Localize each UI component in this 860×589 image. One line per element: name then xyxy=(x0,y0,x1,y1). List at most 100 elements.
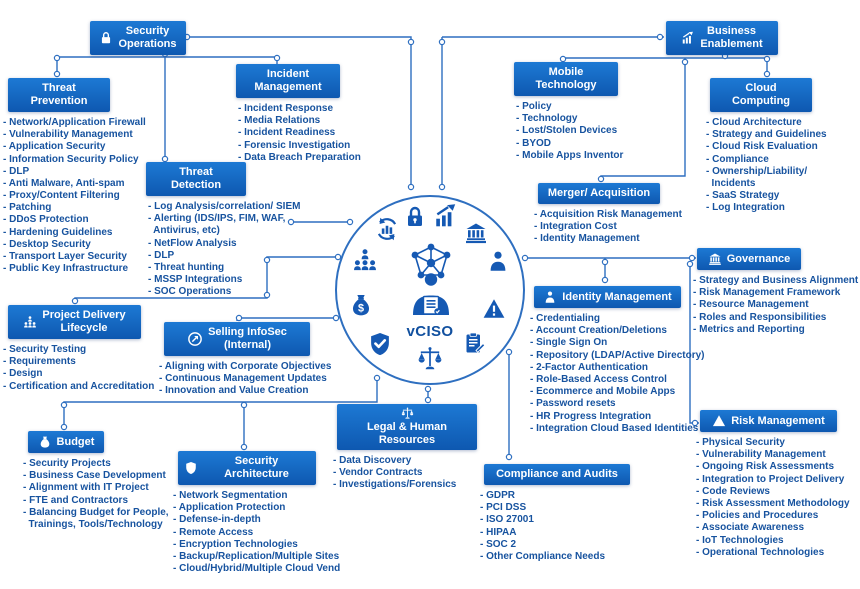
list-item: DDoS Protection xyxy=(3,214,146,226)
list-item: Vendor Contracts xyxy=(333,467,477,479)
list-item: Innovation and Value Creation xyxy=(159,385,331,397)
group-mobile-technology: Mobile Technology PolicyTechnologyLost/S… xyxy=(514,62,623,162)
list-item: BYOD xyxy=(516,138,623,150)
project-delivery-list: Security TestingRequirementsDesignCertif… xyxy=(3,344,154,393)
cloud-computing-title: Cloud Computing xyxy=(731,82,791,107)
list-item: Information Security Policy xyxy=(3,154,146,166)
list-item: Forensic Investigation xyxy=(238,140,361,152)
risk-management-box: Risk Management xyxy=(700,410,837,432)
merger-acquisition-list: Acquisition Risk ManagementIntegration C… xyxy=(534,209,682,246)
list-item: Defense-in-depth xyxy=(173,514,340,526)
list-item: Data Breach Preparation xyxy=(238,152,361,164)
list-item: Ongoing Risk Assessments xyxy=(696,461,850,473)
list-item: Code Reviews xyxy=(696,486,850,498)
budget-box: Budget xyxy=(28,431,104,453)
business-enablement-title: Business Enablement xyxy=(700,25,763,50)
list-item: Requirements xyxy=(3,356,154,368)
list-item: Media Relations xyxy=(238,115,361,127)
list-item: Threat hunting xyxy=(148,262,300,274)
security-operations-title: Security Operations xyxy=(118,25,177,50)
org-chart-icon xyxy=(23,315,37,329)
list-item: Operational Technologies xyxy=(696,547,850,559)
list-item: Anti Malware, Anti-spam xyxy=(3,178,146,190)
list-item: Vulnerability Management xyxy=(3,129,146,141)
list-item: Proxy/Content Filtering xyxy=(3,190,146,202)
group-legal-human-resources: Legal & Human Resources Data DiscoveryVe… xyxy=(337,404,477,492)
list-item: Incident Readiness xyxy=(238,127,361,139)
list-item: Business Case Development xyxy=(23,470,169,482)
list-item: HIPAA xyxy=(480,527,630,539)
list-item: FTE and Contractors xyxy=(23,495,169,507)
governance-list: Strategy and Business AlignmentRisk Mana… xyxy=(693,275,858,336)
list-item: Security Projects xyxy=(23,458,169,470)
governance-box: Governance xyxy=(697,248,801,270)
security-operations-box: Security Operations xyxy=(90,21,186,55)
list-item: Risk Assessment Methodology xyxy=(696,498,849,510)
person-icon xyxy=(486,249,510,273)
list-item: Balancing Budget for People, Trainings, … xyxy=(23,507,169,531)
group-threat-prevention: Threat Prevention Network/Application Fi… xyxy=(8,78,146,275)
list-item: Resource Management xyxy=(693,299,858,311)
governance-title: Governance xyxy=(726,252,791,265)
identity-management-list: CredentialingAccount Creation/DeletionsS… xyxy=(530,313,705,435)
chart-cycle-icon xyxy=(374,216,400,242)
threat-detection-title: Threat Detection xyxy=(170,166,222,191)
list-item: PCI DSS xyxy=(480,502,630,514)
list-item: Policies and Procedures xyxy=(696,510,850,522)
list-item: Strategy and Guidelines xyxy=(706,129,826,141)
list-item: Aligning with Corporate Objectives xyxy=(159,361,332,373)
selling-infosec-title: Selling InfoSec (Internal) xyxy=(208,326,287,351)
person-icon xyxy=(543,290,557,304)
vciso-label: vCISO xyxy=(406,323,454,340)
list-item: Investigations/Forensics xyxy=(333,479,477,491)
budget-title: Budget xyxy=(56,435,95,448)
list-item: Hardening Guidelines xyxy=(3,227,146,239)
list-item: HR Progress Integration xyxy=(530,411,704,423)
threat-detection-box: Threat Detection xyxy=(146,162,246,196)
scales-icon xyxy=(401,407,414,420)
identity-management-title: Identity Management xyxy=(562,290,672,303)
group-security-architecture: Security Architecture Network Segmentati… xyxy=(178,451,340,575)
list-item: Log Integration xyxy=(706,202,827,214)
cloud-computing-list: Cloud ArchitectureStrategy and Guideline… xyxy=(706,117,827,215)
money-bag-icon xyxy=(38,435,52,449)
shield-check-icon xyxy=(184,461,198,475)
list-item: Design xyxy=(3,368,154,380)
lock-icon xyxy=(403,205,427,229)
group-compliance-audits: Compliance and Audits GDPRPCI DSSISO 270… xyxy=(484,464,630,563)
person-document-icon xyxy=(409,271,453,315)
selling-infosec-list: Aligning with Corporate ObjectivesContin… xyxy=(159,361,332,398)
compliance-audits-title: Compliance and Audits xyxy=(496,468,618,480)
security-architecture-list: Network SegmentationApplication Protecti… xyxy=(173,490,340,575)
list-item: Network/Application Firewall xyxy=(3,117,146,129)
list-item: Continuous Management Updates xyxy=(159,373,331,385)
list-item: Encryption Technologies xyxy=(173,539,340,551)
list-item: Metrics and Reporting xyxy=(693,324,858,336)
list-item: Data Discovery xyxy=(333,455,477,467)
list-item: Lost/Stolen Devices xyxy=(516,125,623,137)
risk-management-list: Physical SecurityVulnerability Managemen… xyxy=(696,437,850,559)
list-item: Integration Cloud Based Identities xyxy=(530,423,704,435)
compliance-audits-box: Compliance and Audits xyxy=(484,464,630,485)
list-item: DLP xyxy=(3,166,146,178)
list-item: Patching xyxy=(3,202,146,214)
merger-acquisition-box: Merger/ Acquisition xyxy=(538,183,660,204)
group-selling-infosec: Selling InfoSec (Internal) Aligning with… xyxy=(164,322,331,398)
list-item: Repository (LDAP/Active Directory) xyxy=(530,350,704,362)
list-item: Risk Management Framework xyxy=(693,287,858,299)
group-budget: Budget Security ProjectsBusiness Case De… xyxy=(28,431,169,531)
list-item: Ecommerce and Mobile Apps xyxy=(530,386,704,398)
lock-icon xyxy=(99,31,113,45)
list-item: Integration Cost xyxy=(534,221,682,233)
list-item: Mobile Apps Inventor xyxy=(516,150,623,162)
vciso-hub-circle: vCISO xyxy=(335,195,525,385)
org-chart-icon xyxy=(352,247,378,273)
group-incident-management: Incident Management Incident ResponseMed… xyxy=(236,64,361,164)
list-item: Transport Layer Security xyxy=(3,251,146,263)
list-item: Certification and Accreditation xyxy=(3,381,154,393)
incident-management-box: Incident Management xyxy=(236,64,340,98)
trend-up-icon xyxy=(681,31,695,45)
list-item: Security Testing xyxy=(3,344,154,356)
group-risk-management: Risk Management Physical SecurityVulnera… xyxy=(700,410,850,559)
